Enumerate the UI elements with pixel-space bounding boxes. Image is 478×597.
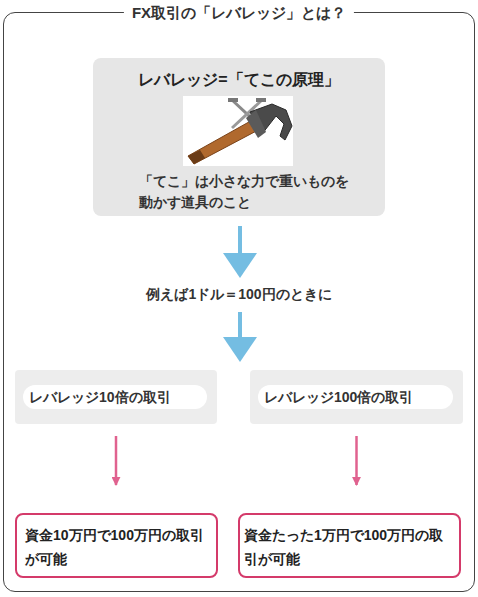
concept-box: レバレッジ=「てこの原理」「てこ」は小さな力で重いものを動かす道具のこと xyxy=(93,58,385,216)
nail xyxy=(232,100,262,128)
hammer-handle xyxy=(188,118,262,164)
diagram-title: FX取引の「レバレッジ」とは？ xyxy=(124,3,354,23)
box-heading: レバレッジ=「てこの原理」 xyxy=(93,69,385,91)
nail-head xyxy=(228,98,238,102)
arrow-head xyxy=(223,253,257,278)
arrow-stem xyxy=(238,312,242,338)
flow-arrow xyxy=(223,312,257,362)
arrow-stem xyxy=(238,226,242,254)
flow-arrow xyxy=(223,226,257,278)
hammer-head xyxy=(250,104,292,140)
hammer-neck xyxy=(246,110,266,138)
arrow-head xyxy=(223,337,257,362)
illustration-background xyxy=(183,96,293,166)
note-label: 例えば1ドル＝100円のときに xyxy=(0,284,478,304)
box-text: レバレッジ10倍の取引 xyxy=(23,385,207,409)
box-text: 資金10万円で100万円の取引が可能 xyxy=(17,515,216,571)
nail xyxy=(232,100,262,128)
box-text: レバレッジ100倍の取引 xyxy=(258,385,453,409)
case-box: レバレッジ10倍の取引 xyxy=(15,370,217,424)
result-box: 資金たった1万円で100万円の取引が可能 xyxy=(238,513,461,578)
hammer-handle-end xyxy=(188,150,205,164)
nail-head xyxy=(256,98,266,102)
box-text: 資金たった1万円で100万円の取引が可能 xyxy=(240,515,459,571)
flow-connector xyxy=(355,436,358,485)
flow-connector xyxy=(115,436,118,485)
hammer-illustration xyxy=(183,96,293,166)
box-body: 「てこ」は小さな力で重いものを動かす道具のこと xyxy=(139,171,355,213)
result-box: 資金10万円で100万円の取引が可能 xyxy=(15,513,218,578)
case-box: レバレッジ100倍の取引 xyxy=(250,370,463,424)
